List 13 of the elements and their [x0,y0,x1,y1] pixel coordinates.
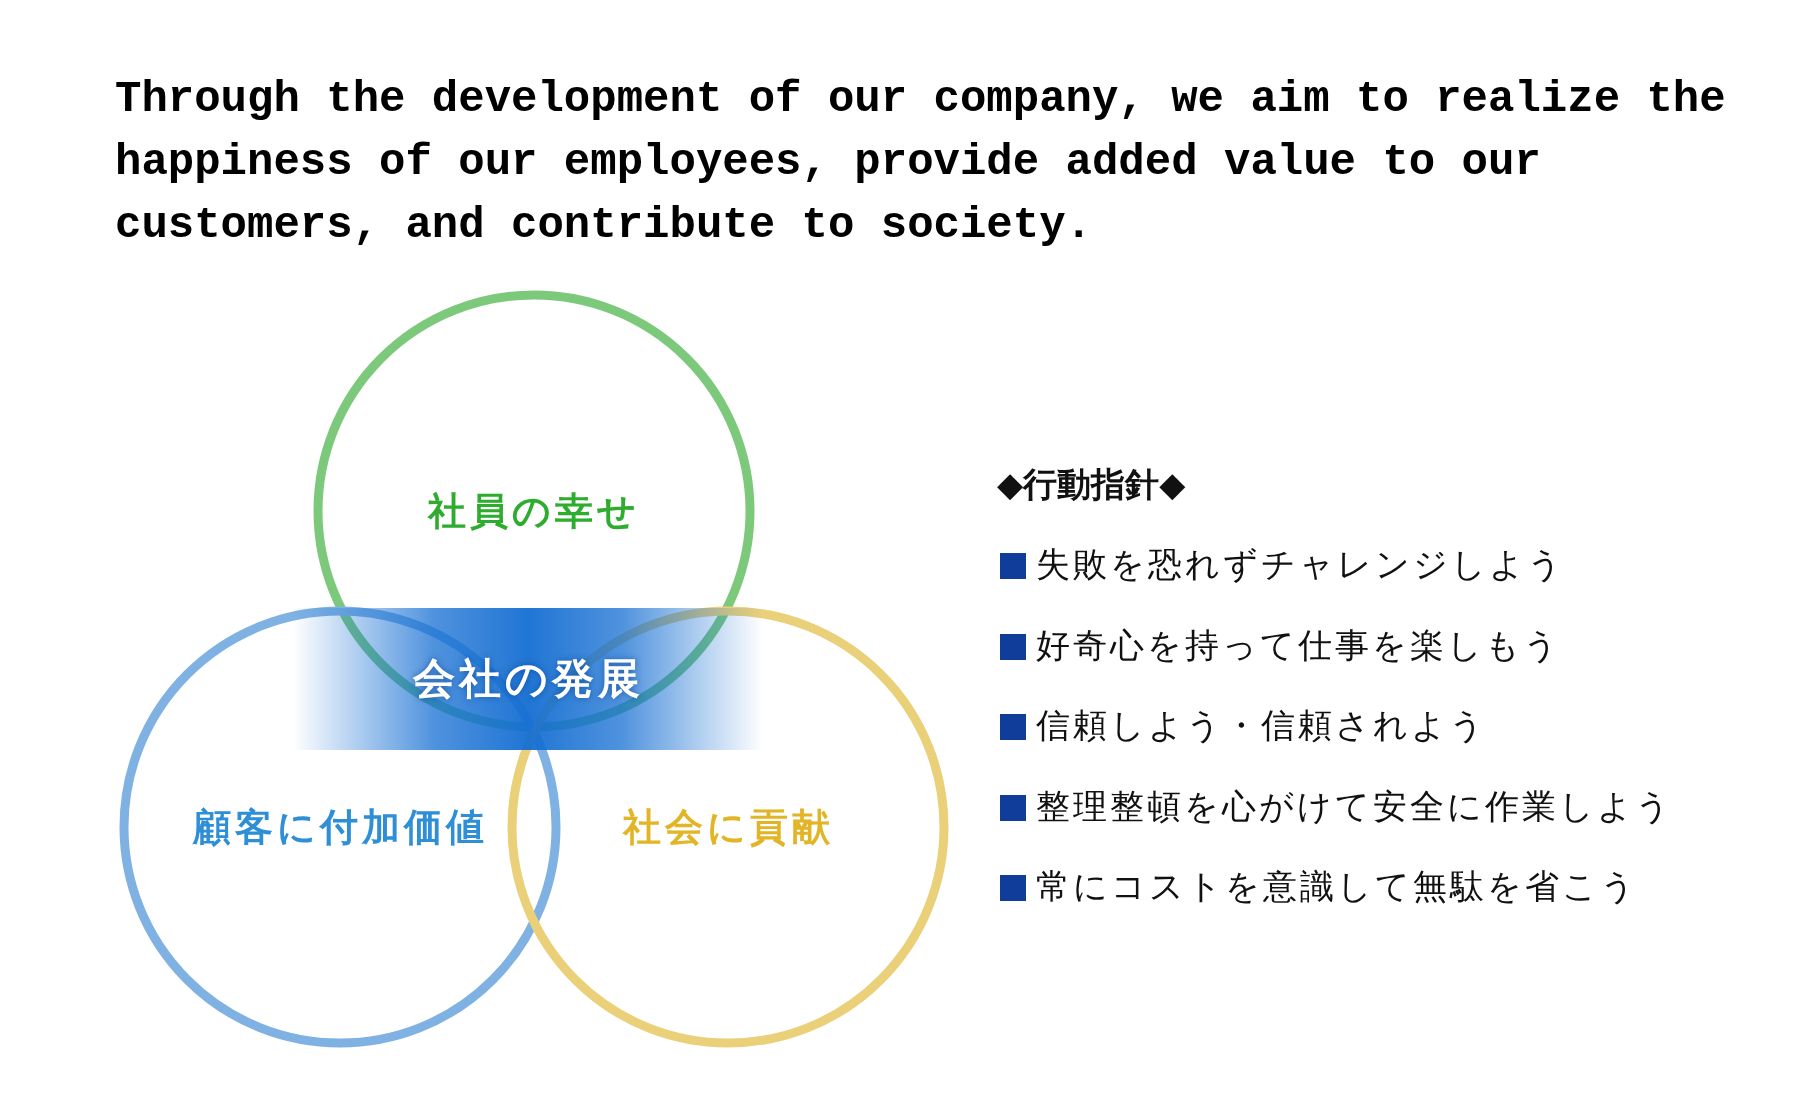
venn-circle [313,290,755,732]
node-label: 社員の幸せ [426,487,641,535]
guideline-text: 常にコストを意識して無駄を省こう [1036,865,1638,908]
node-label: 社会に貢献 [621,803,835,851]
guideline-text: 信頼しよう・信頼されよう [1036,704,1487,747]
heading: Through the development of our company, we aim to realize the happiness of our employees, provide added value to our customers, and contribute to society. [115,73,1727,252]
venn-circle [507,606,949,1048]
node-label: 会社の発展 [411,653,645,705]
node-label: 顧客に付加価値 [191,803,489,851]
guideline-text: 整理整頓を心がけて安全に作業しよう [1036,784,1673,828]
guideline-text: 失敗を恐れずチャレンジしよう [1036,543,1565,586]
guideline-text: 好奇心を持って仕事を楽しもう [1036,623,1561,667]
section-heading: ◆行動指針◆ [997,463,1186,506]
